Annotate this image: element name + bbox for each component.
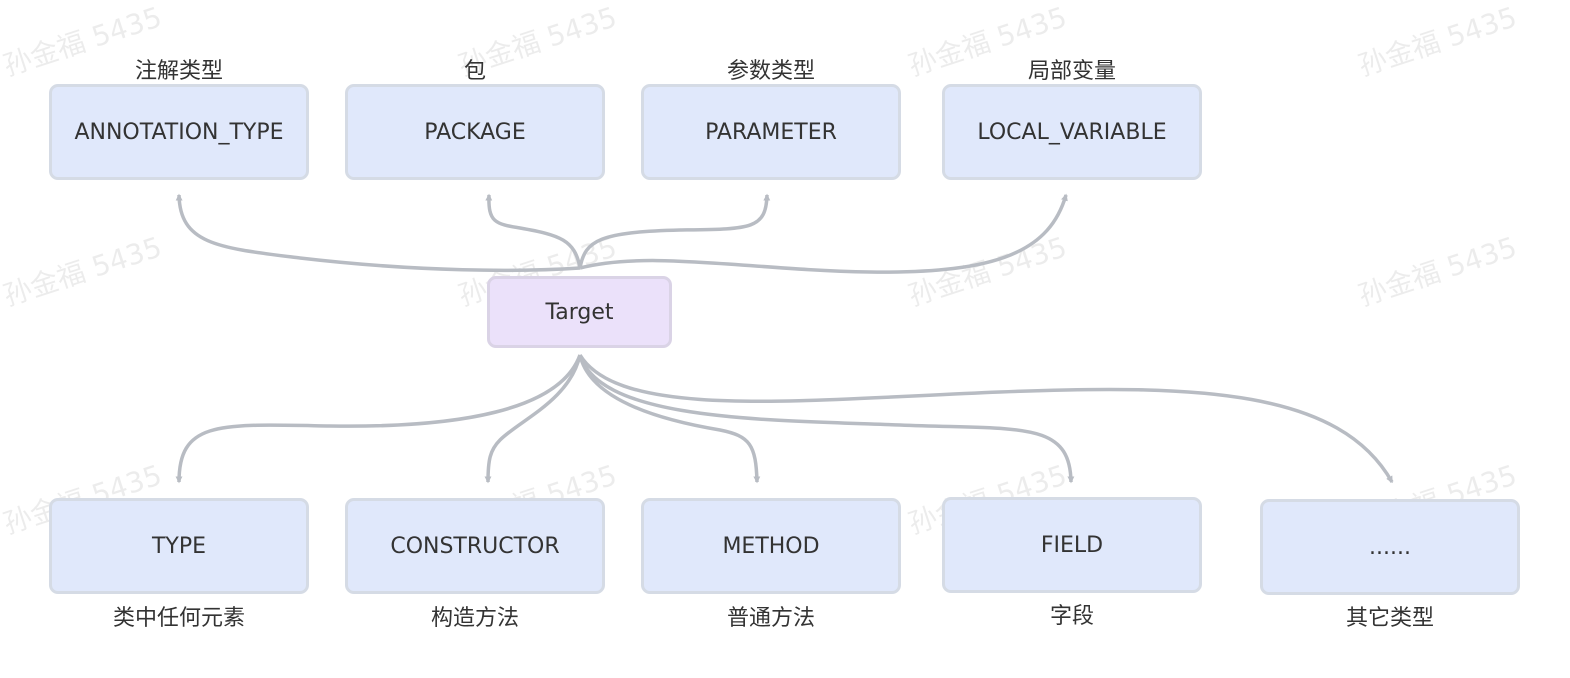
node-parameter[interactable]: PARAMETER <box>641 84 901 180</box>
caption-type: 类中任何元素 <box>112 606 245 631</box>
caption-parameter: 参数类型 <box>726 59 815 84</box>
caption-annotation-type: 注解类型 <box>134 59 223 84</box>
caption-field: 字段 <box>1049 604 1094 629</box>
node-annotation-type[interactable]: ANNOTATION_TYPE <box>49 84 309 180</box>
node-target[interactable]: Target <box>487 276 672 348</box>
caption-other: 其它类型 <box>1345 606 1434 631</box>
node-method[interactable]: METHOD <box>641 498 901 594</box>
node-package[interactable]: PACKAGE <box>345 84 605 180</box>
node-other[interactable]: ...... <box>1260 499 1520 595</box>
node-field[interactable]: FIELD <box>942 497 1202 593</box>
edge-method <box>578 354 761 484</box>
node-constructor[interactable]: CONSTRUCTOR <box>345 498 605 594</box>
edge-constructor <box>484 354 582 484</box>
caption-constructor: 构造方法 <box>430 606 519 631</box>
edge-local-variable <box>579 193 1068 274</box>
edge-parameter <box>578 193 771 269</box>
node-local-variable[interactable]: LOCAL_VARIABLE <box>942 84 1202 180</box>
caption-local-variable: 局部变量 <box>1027 59 1116 84</box>
node-type[interactable]: TYPE <box>49 498 309 594</box>
edge-package <box>485 193 582 269</box>
edge-annotation-type <box>175 193 581 273</box>
caption-package: 包 <box>463 59 486 84</box>
edge-type <box>175 354 582 484</box>
edge-other <box>578 354 1394 484</box>
caption-method: 普通方法 <box>726 606 815 631</box>
edge-field <box>578 354 1075 484</box>
